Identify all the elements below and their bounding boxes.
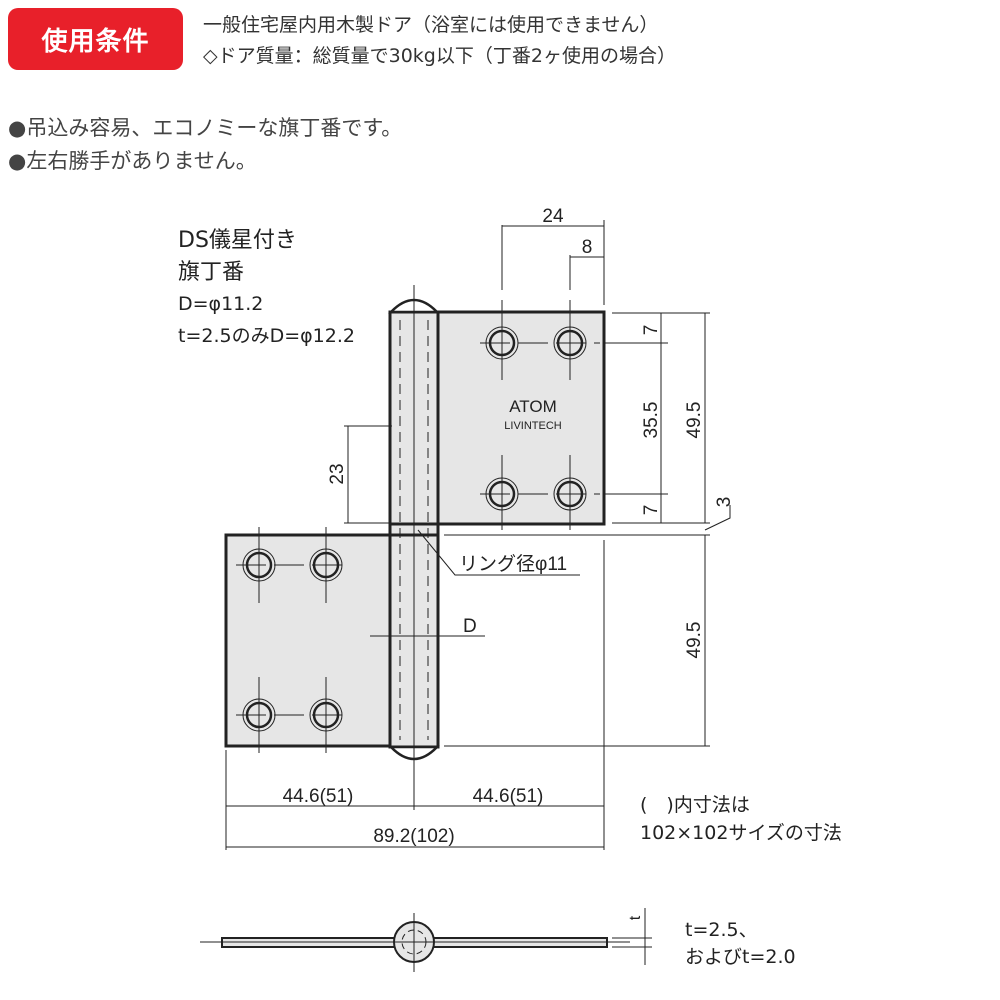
dim-7-top: 7 bbox=[641, 325, 662, 336]
dim-left-width: 44.6(51) bbox=[283, 786, 354, 807]
dim-3: 3 bbox=[714, 497, 735, 508]
thickness-note-2: およびt=2.0 bbox=[685, 946, 796, 968]
spec-line-1: D=φ11.2 bbox=[178, 293, 264, 315]
condition-line-2: ◇ドア質量：総質量で30kg以下（丁番2ヶ使用の場合） bbox=[203, 45, 676, 67]
drawing-title-1: DS儀星付き bbox=[178, 228, 297, 253]
screw-holes-lower bbox=[236, 527, 348, 753]
drawing-title-2: 旗丁番 bbox=[178, 260, 245, 285]
dim-49-5-upper: 49.5 bbox=[684, 402, 705, 439]
dim-d: D bbox=[463, 616, 477, 637]
note-line-2: 102×102サイズの寸法 bbox=[640, 822, 842, 844]
dim-right-width: 44.6(51) bbox=[473, 786, 544, 807]
feature-1: ●吊込み容易、エコノミーな旗丁番です。 bbox=[8, 116, 403, 140]
dim-49-5-lower: 49.5 bbox=[684, 622, 705, 659]
dim-total-width: 89.2(102) bbox=[373, 826, 454, 847]
dim-23: 23 bbox=[327, 463, 348, 484]
dim-35-5: 35.5 bbox=[641, 402, 662, 439]
note-line-1: ( )内寸法は bbox=[640, 794, 750, 816]
feature-2: ●左右勝手がありません。 bbox=[8, 149, 257, 173]
lower-leaf bbox=[224, 533, 394, 748]
dim-7-bottom: 7 bbox=[641, 505, 662, 516]
upper-leaf bbox=[436, 310, 606, 526]
condition-line-1: 一般住宅屋内用木製ドア（浴室には使用できません） bbox=[203, 14, 659, 36]
dim-24: 24 bbox=[542, 206, 564, 227]
section-view bbox=[200, 908, 652, 972]
dim-t: t bbox=[627, 915, 644, 920]
ring-diameter-label: リング径φ11 bbox=[459, 553, 567, 575]
atom-logo: ATOM bbox=[509, 397, 557, 416]
dim-8: 8 bbox=[582, 237, 593, 258]
thickness-note-1: t=2.5、 bbox=[685, 919, 758, 941]
spec-line-2: t=2.5のみD=φ12.2 bbox=[178, 325, 355, 347]
screw-holes-upper bbox=[480, 300, 600, 530]
usage-conditions-badge: 使用条件 bbox=[8, 8, 183, 70]
livintech-logo: LIVINTECH bbox=[504, 420, 562, 432]
